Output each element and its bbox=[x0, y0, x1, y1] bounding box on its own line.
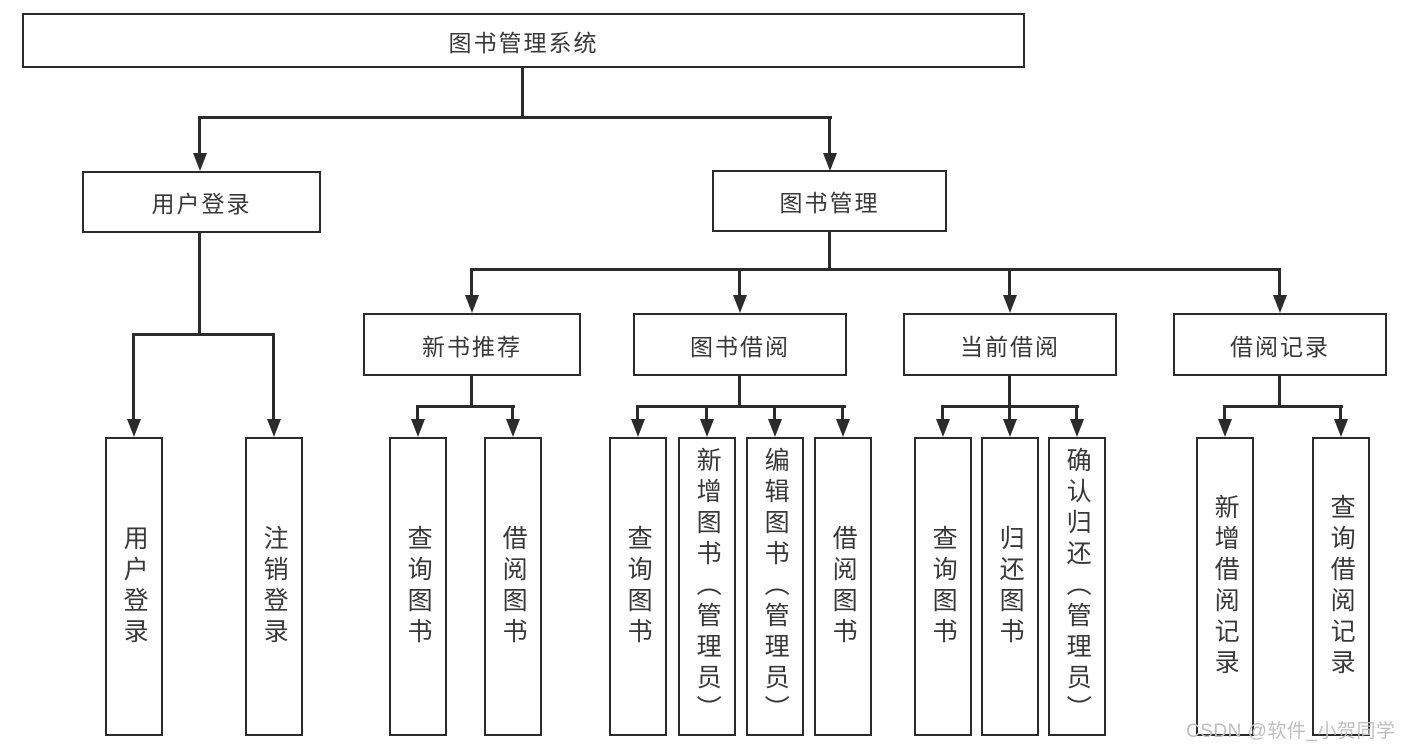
arrowhead-down-icon bbox=[1070, 419, 1084, 437]
arrowhead-down-icon bbox=[193, 153, 207, 171]
connector-drop bbox=[132, 333, 135, 419]
leaf-bb-add-book-admin-label: 新增图书（管理员） bbox=[693, 447, 722, 726]
connector-drop bbox=[198, 116, 201, 153]
leaf-user-login-label: 用户登录 bbox=[120, 524, 149, 649]
leaf-rec-query-book: 查询图书 bbox=[389, 437, 447, 736]
arrowhead-down-icon bbox=[267, 419, 281, 437]
connector-drop bbox=[1339, 405, 1342, 419]
arrowhead-down-icon bbox=[733, 295, 747, 313]
arrowhead-down-icon bbox=[465, 295, 479, 313]
arrowhead-down-icon bbox=[631, 419, 645, 437]
arrowhead-down-icon bbox=[1273, 295, 1287, 313]
leaf-user-login: 用户登录 bbox=[105, 437, 163, 736]
node-user-login: 用户登录 bbox=[82, 171, 321, 233]
connector-root-stem bbox=[521, 68, 524, 117]
node-current-borrow: 当前借阅 bbox=[903, 313, 1117, 376]
csdn-watermark: CSDN @软件_小贺同学 bbox=[1186, 721, 1396, 742]
connector-book-mgmt-stem bbox=[828, 232, 831, 268]
leaf-bb-add-book-admin: 新增图书（管理员） bbox=[678, 437, 736, 736]
connector-drop bbox=[636, 405, 639, 419]
leaf-br-add-record: 新增借阅记录 bbox=[1196, 437, 1254, 736]
connector-drop bbox=[738, 268, 741, 295]
connector-current-stem bbox=[1008, 376, 1011, 406]
arrowhead-down-icon bbox=[127, 419, 141, 437]
leaf-logout: 注销登录 bbox=[245, 437, 303, 736]
arrowhead-down-icon bbox=[700, 419, 714, 437]
connector-drop bbox=[1075, 405, 1078, 419]
leaf-bb-borrow-book-label: 借阅图书 bbox=[829, 524, 858, 649]
leaf-cb-confirm-return-admin-label: 确认归还（管理员） bbox=[1063, 447, 1092, 726]
leaf-bb-edit-book-admin-label: 编辑图书（管理员） bbox=[761, 447, 790, 726]
connector-drop bbox=[272, 333, 275, 419]
leaf-bb-query-book: 查询图书 bbox=[609, 437, 667, 736]
node-borrow-records: 借阅记录 bbox=[1173, 313, 1387, 376]
node-book-management: 图书管理 bbox=[712, 170, 947, 232]
node-current-borrow-label: 当前借阅 bbox=[960, 333, 1060, 360]
connector-root-rail bbox=[198, 116, 832, 119]
node-book-borrow: 图书借阅 bbox=[633, 313, 847, 376]
arrowhead-down-icon bbox=[1003, 295, 1017, 313]
leaf-cb-confirm-return-admin: 确认归还（管理员） bbox=[1048, 437, 1106, 736]
node-root-label: 图书管理系统 bbox=[448, 29, 599, 56]
arrowhead-down-icon bbox=[1218, 419, 1232, 437]
leaf-cb-return-book-label: 归还图书 bbox=[996, 524, 1025, 649]
leaf-bb-borrow-book: 借阅图书 bbox=[814, 437, 872, 736]
connector-drop bbox=[828, 116, 831, 153]
arrowhead-down-icon bbox=[1334, 419, 1348, 437]
leaf-bb-query-book-label: 查询图书 bbox=[624, 524, 653, 649]
connector-records-rail bbox=[1223, 405, 1343, 408]
connector-drop bbox=[773, 405, 776, 419]
connector-drop bbox=[841, 405, 844, 419]
connector-records-stem bbox=[1278, 376, 1281, 406]
leaf-rec-borrow-book: 借阅图书 bbox=[484, 437, 542, 736]
node-borrow-records-label: 借阅记录 bbox=[1230, 333, 1330, 360]
connector-borrow-stem bbox=[738, 376, 741, 406]
leaf-br-query-record-label: 查询借阅记录 bbox=[1327, 493, 1356, 680]
connector-drop bbox=[705, 405, 708, 419]
arrowhead-down-icon bbox=[411, 419, 425, 437]
node-new-book-recommend-label: 新书推荐 bbox=[422, 333, 522, 360]
node-book-borrow-label: 图书借阅 bbox=[690, 333, 790, 360]
node-book-management-label: 图书管理 bbox=[779, 190, 880, 216]
connector-drop bbox=[511, 405, 514, 419]
arrowhead-down-icon bbox=[506, 419, 520, 437]
leaf-br-add-record-label: 新增借阅记录 bbox=[1211, 493, 1240, 680]
connector-drop bbox=[1223, 405, 1226, 419]
node-user-login-label: 用户登录 bbox=[151, 191, 252, 217]
arrowhead-down-icon bbox=[836, 419, 850, 437]
connector-drop bbox=[941, 405, 944, 419]
arrowhead-down-icon bbox=[823, 153, 837, 171]
connector-recommend-stem bbox=[470, 376, 473, 406]
arrowhead-down-icon bbox=[1003, 419, 1017, 437]
leaf-bb-edit-book-admin: 编辑图书（管理员） bbox=[746, 437, 804, 736]
connector-recommend-rail bbox=[416, 405, 515, 408]
connector-borrow-rail bbox=[636, 405, 846, 408]
leaf-br-query-record: 查询借阅记录 bbox=[1312, 437, 1370, 736]
leaf-cb-query-book-label: 查询图书 bbox=[929, 524, 958, 649]
node-new-book-recommend: 新书推荐 bbox=[363, 313, 581, 376]
connector-book-mgmt-rail bbox=[470, 268, 1281, 271]
connector-drop bbox=[1008, 268, 1011, 295]
connector-user-login-rail bbox=[132, 333, 275, 336]
connector-drop bbox=[1008, 405, 1011, 419]
arrowhead-down-icon bbox=[936, 419, 950, 437]
arrowhead-down-icon bbox=[768, 419, 782, 437]
leaf-rec-borrow-book-label: 借阅图书 bbox=[499, 524, 528, 649]
leaf-logout-label: 注销登录 bbox=[260, 524, 289, 649]
connector-drop bbox=[416, 405, 419, 419]
leaf-cb-query-book: 查询图书 bbox=[914, 437, 972, 736]
leaf-cb-return-book: 归还图书 bbox=[981, 437, 1039, 736]
connector-drop bbox=[1278, 268, 1281, 295]
connector-user-login-stem bbox=[198, 233, 201, 335]
node-root: 图书管理系统 bbox=[22, 13, 1025, 68]
leaf-rec-query-book-label: 查询图书 bbox=[404, 524, 433, 649]
connector-drop bbox=[470, 268, 473, 295]
